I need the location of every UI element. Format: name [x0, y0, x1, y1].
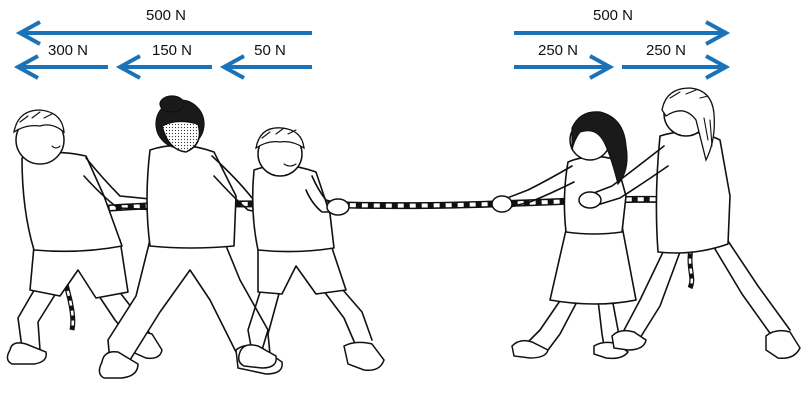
right-250b-arrow — [622, 56, 726, 78]
right-250a-label: 250 N — [538, 42, 578, 59]
left-50-arrow — [224, 56, 312, 78]
left-300-arrow — [18, 56, 108, 78]
right-total-label: 500 N — [593, 7, 633, 24]
child-left-2 — [99, 96, 282, 378]
left-total-arrow — [20, 22, 312, 44]
left-50-label: 50 N — [254, 42, 286, 59]
left-150-label: 150 N — [152, 42, 192, 59]
right-250b-label: 250 N — [646, 42, 686, 59]
force-arrows: 500 N 300 N 150 N 50 N 500 N 2 — [18, 7, 726, 78]
left-150-arrow — [120, 56, 212, 78]
right-250a-arrow — [514, 56, 610, 78]
right-total-arrow — [514, 22, 726, 44]
left-total-label: 500 N — [146, 7, 186, 24]
left-300-label: 300 N — [48, 42, 88, 59]
child-right-1 — [492, 112, 636, 359]
